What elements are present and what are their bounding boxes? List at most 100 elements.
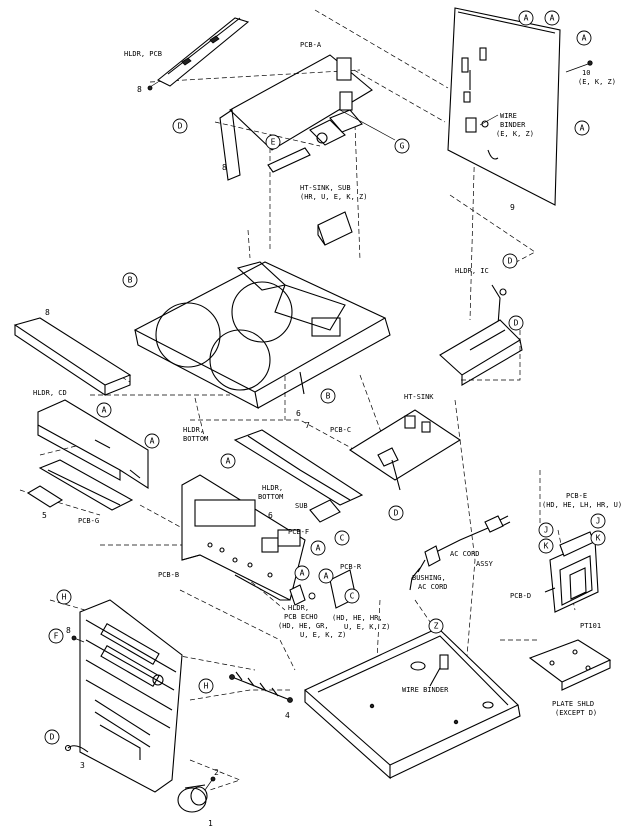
ht-sink-sub-label-2: (HR, U, E, K, Z): [300, 193, 367, 201]
ref-marker-a-1: A: [518, 10, 534, 26]
hldr-cd-part: [37, 399, 149, 490]
svg-text:D: D: [50, 733, 55, 742]
ref-marker-j-2: J: [590, 513, 606, 529]
svg-text:B: B: [326, 392, 331, 401]
wire-binder-bottom-label: WIRE BINDER: [402, 686, 449, 694]
hldr-bottom-sub-part: [309, 499, 341, 523]
ref-marker-z-1: Z: [428, 618, 444, 634]
screw-10-label: 10: [582, 69, 590, 77]
ht-sink-part: [439, 319, 523, 386]
svg-text:D: D: [508, 257, 513, 266]
part-number-8-front: 8: [66, 626, 71, 635]
pcb-a-part: [219, 54, 396, 181]
svg-text:A: A: [550, 14, 555, 23]
hldr-pcb-part: [147, 17, 250, 91]
ref-marker-a-7: A: [220, 453, 236, 469]
ref-marker-a-8: A: [310, 540, 326, 556]
ref-marker-h-2: H: [198, 678, 214, 694]
pcb-f-label: PCB-F: [288, 528, 309, 536]
svg-text:D: D: [178, 122, 183, 131]
pcb-e-label-2: (HD, HE, LH, HR, U): [542, 501, 622, 509]
part-number-5: 5: [42, 511, 47, 520]
pcb-e-label-1: PCB-E: [566, 492, 587, 500]
hldr-pcb-label: HLDR, PCB: [124, 50, 162, 58]
bottom-chassis-part: [304, 627, 521, 780]
ref-marker-d-4: D: [388, 505, 404, 521]
hldr-pcb-echo-label-2: PCB ECHO: [284, 613, 318, 621]
part-number-6-chassis: 6: [296, 409, 301, 418]
wire-binder-top-label-1: WIRE: [500, 112, 517, 120]
ref-marker-d-2: D: [502, 253, 518, 269]
plate-shld-label-1: PLATE SHLD: [552, 700, 594, 708]
svg-text:F: F: [54, 632, 59, 641]
pcb-c-part: [348, 409, 462, 491]
knob-part-1: [177, 776, 216, 813]
front-bar-part: [13, 317, 132, 397]
hldr-pcb-echo-label-1: HLDR,: [288, 604, 309, 612]
svg-text:A: A: [226, 457, 231, 466]
ref-marker-c-2: C: [344, 588, 360, 604]
ac-cord-part: [409, 515, 511, 591]
part-number-3: 3: [80, 761, 85, 770]
screw-10-variants-label: (E, K, Z): [578, 78, 616, 86]
pcb-a-label: PCB-A: [300, 41, 322, 49]
hldr-bottom-sub-label-1: HLDR,: [262, 484, 283, 492]
ref-marker-a-5: A: [96, 402, 112, 418]
reference-markers: A A A A G D E B D D B A A A D C A A A C …: [44, 10, 606, 745]
ref-marker-d-5: D: [44, 729, 60, 745]
ref-marker-e-1: E: [265, 134, 281, 150]
part-number-8-bar: 8: [45, 308, 50, 317]
pcb-r-label: PCB-R: [340, 563, 362, 571]
cable-part-4: [229, 671, 293, 703]
pcb-d-label: PCB-D: [510, 592, 531, 600]
ref-marker-f-1: F: [48, 628, 64, 644]
hldr-bottom-sub-label-3: SUB: [295, 502, 308, 510]
ref-marker-a-6: A: [144, 433, 160, 449]
ref-marker-d-1: D: [172, 118, 188, 134]
svg-text:A: A: [300, 569, 305, 578]
ref-marker-b-1: B: [122, 272, 138, 288]
hldr-cd-label: HLDR, CD: [33, 389, 67, 397]
svg-text:A: A: [582, 34, 587, 43]
pcb-c-label: PCB-C: [330, 426, 351, 434]
ref-marker-k-2: K: [590, 530, 606, 546]
ac-cord-label-1: AC CORD: [450, 550, 480, 558]
pcb-g-label: PCB-G: [78, 517, 99, 525]
ref-marker-j-1: J: [538, 522, 554, 538]
ref-marker-a-9: A: [294, 565, 310, 581]
hldr-bottom-sub-label-2: BOTTOM: [258, 493, 283, 501]
svg-text:C: C: [350, 592, 355, 601]
part-number-4: 4: [285, 711, 290, 720]
wire-binder-top-label-3: (E, K, Z): [496, 130, 534, 138]
svg-text:C: C: [340, 534, 345, 543]
ht-sink-label: HT-SINK: [404, 393, 434, 401]
rear-panel-part: [447, 7, 593, 206]
part-number-6-pcb-b: 6: [268, 511, 273, 520]
hldr-ic-label: HLDR, IC: [455, 267, 489, 275]
hldr-pcb-echo-label-4: U, E, K, Z): [300, 631, 346, 639]
ref-marker-k-1: K: [538, 538, 554, 554]
ref-marker-a-4: A: [574, 120, 590, 136]
part-number-9: 9: [510, 203, 515, 212]
svg-text:G: G: [400, 142, 405, 151]
ref-marker-g-1: G: [394, 138, 410, 154]
part-number-1: 1: [208, 819, 213, 828]
svg-text:A: A: [324, 572, 329, 581]
svg-text:D: D: [514, 319, 519, 328]
variant-label-2: U, E, K, Z): [344, 623, 390, 631]
chassis-tray-part: [133, 261, 391, 410]
hldr-bottom-part: [233, 429, 364, 506]
bushing-label-1: BUSHING,: [412, 574, 446, 582]
ref-marker-h-1: H: [56, 589, 72, 605]
part-number-7: 7: [305, 421, 310, 430]
svg-text:H: H: [62, 593, 67, 602]
plate-shld-part: [528, 639, 612, 691]
ref-marker-c-1: C: [334, 530, 350, 546]
ref-marker-a-2: A: [544, 10, 560, 26]
svg-text:J: J: [544, 526, 549, 535]
svg-text:A: A: [580, 124, 585, 133]
hldr-ic-part: [491, 284, 507, 326]
hldr-bottom-label-1: HLDR,: [183, 426, 204, 434]
pcb-b-label: PCB-B: [158, 571, 179, 579]
